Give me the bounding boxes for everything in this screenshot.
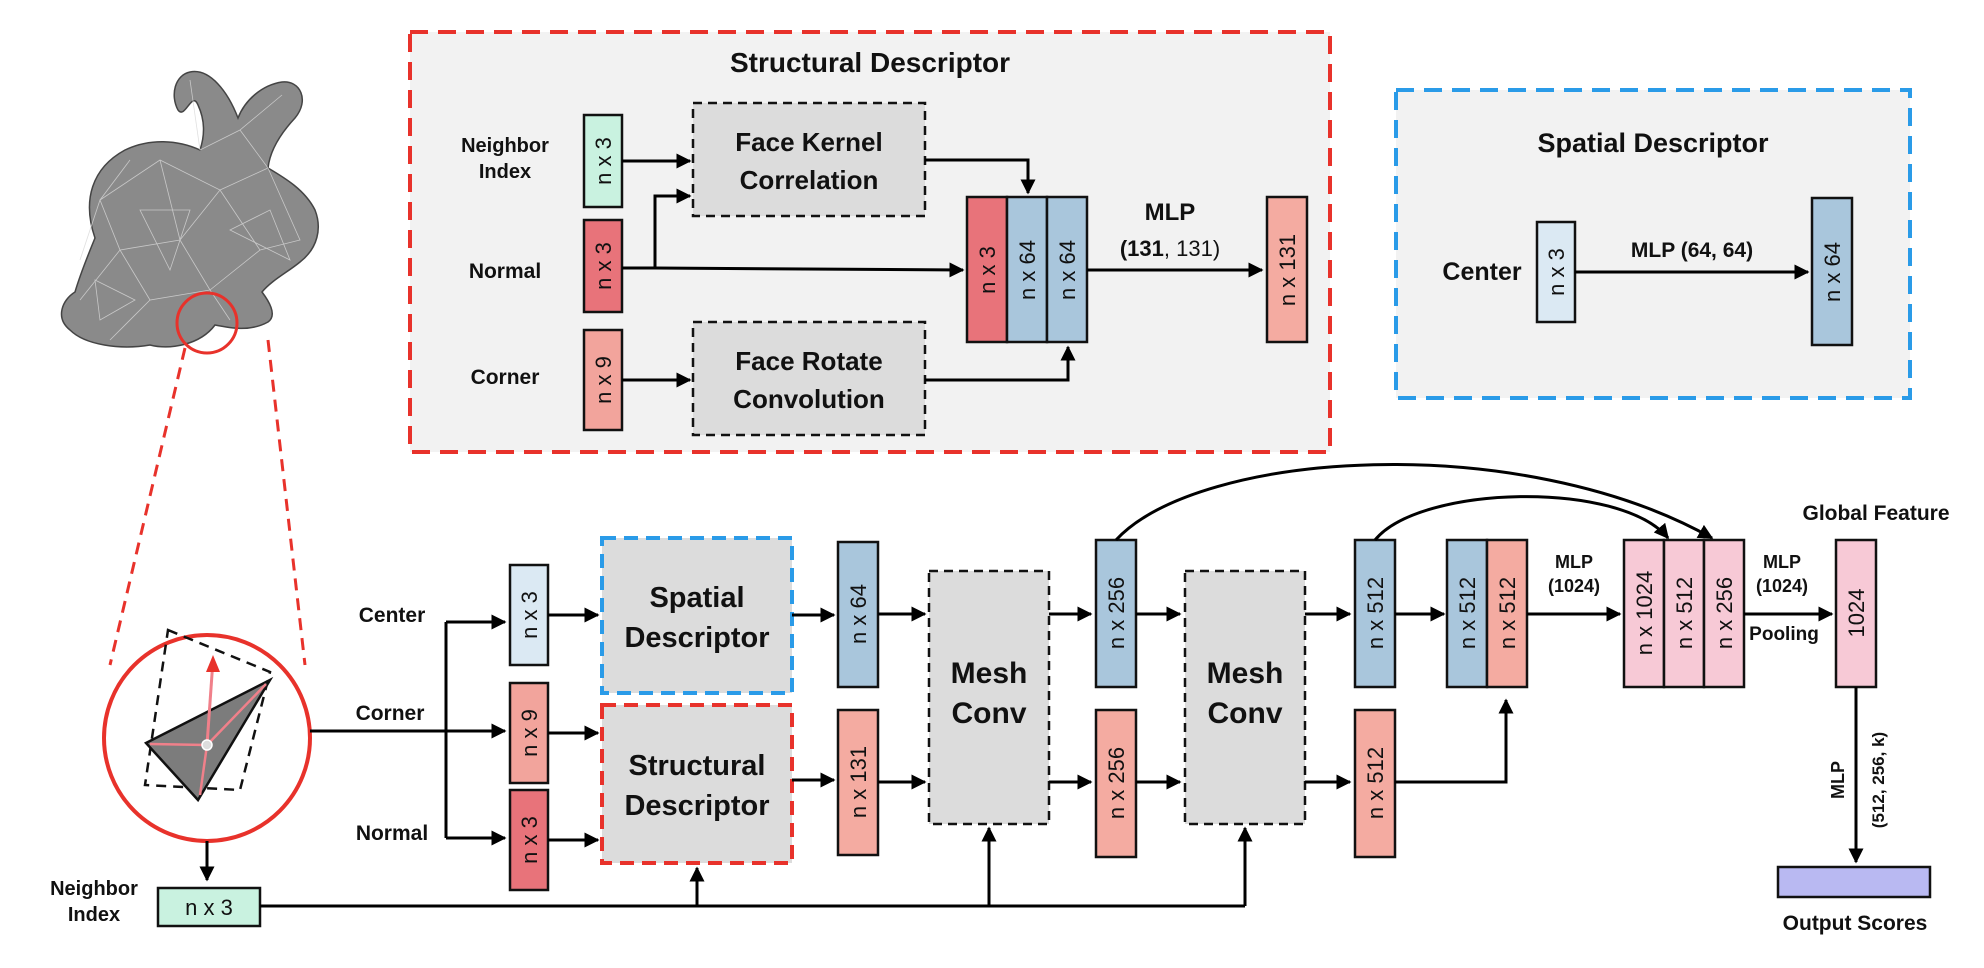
svg-text:n x 3: n x 3	[975, 246, 1000, 294]
pipeline-center-label: Center	[359, 604, 426, 627]
meshconv2-bottom-block: n x 512	[1353, 708, 1397, 859]
spatial-mlp-label: MLP (64, 64)	[1631, 239, 1753, 262]
svg-text:n x 3: n x 3	[591, 242, 616, 290]
svg-text:n x 512: n x 512	[1363, 577, 1388, 649]
svg-text:n x 64: n x 64	[1055, 240, 1080, 300]
svg-text:n x 256: n x 256	[1104, 747, 1129, 819]
structural-normal-block: n x 3	[582, 218, 624, 314]
skip-connection-256	[1114, 463, 1714, 542]
svg-text:n x 64: n x 64	[1015, 240, 1040, 300]
spatial-panel-title: Spatial Descriptor	[1537, 128, 1769, 158]
spatial-descriptor-panel: Spatial Descriptor Center n x 3 MLP (64,…	[1394, 88, 1912, 400]
svg-text:n x 512: n x 512	[1672, 577, 1697, 649]
structural-output-block: n x 131	[1265, 195, 1309, 344]
svg-text:n x 3: n x 3	[185, 895, 233, 920]
svg-text:n x 3: n x 3	[517, 591, 542, 639]
structural-panel-title: Structural Descriptor	[730, 47, 1010, 78]
svg-text:n x 131: n x 131	[1275, 234, 1300, 306]
structural-corner-label: Corner	[471, 366, 540, 389]
global-feature-label: Global Feature	[1802, 502, 1949, 525]
spatial-center-block: n x 3	[1535, 220, 1577, 324]
svg-text:n x 64: n x 64	[846, 584, 871, 644]
svg-text:n x 3: n x 3	[591, 137, 616, 185]
structural-corner-block: n x 9	[582, 328, 624, 432]
svg-text:n x 131: n x 131	[846, 746, 871, 818]
svg-text:n x 64: n x 64	[1820, 242, 1845, 302]
structural-out-block: n x 131	[836, 708, 880, 857]
svg-text:n x 3: n x 3	[1544, 248, 1569, 296]
concat-triple-blocks: n x 1024 n x 512 n x 256	[1622, 538, 1746, 689]
output-scores-block	[1776, 865, 1932, 899]
svg-text:n x 512: n x 512	[1455, 577, 1480, 649]
svg-text:1024: 1024	[1844, 589, 1869, 638]
svg-text:n x 512: n x 512	[1495, 577, 1520, 649]
meshconv1-top-block: n x 256	[1094, 538, 1138, 689]
svg-text:n x 1024: n x 1024	[1632, 571, 1657, 655]
final-mlp-label: MLP	[1828, 761, 1848, 799]
bunny-mesh-image	[60, 70, 319, 355]
svg-text:n x 512: n x 512	[1363, 747, 1388, 819]
pooling-label: Pooling	[1749, 624, 1819, 645]
pipeline-center-block: n x 3	[508, 563, 550, 667]
structural-mlp-dims: (131, 131)	[1120, 236, 1220, 261]
structural-concat-blocks: n x 3 n x 64 n x 64	[965, 195, 1089, 344]
svg-text:n x 256: n x 256	[1712, 577, 1737, 649]
structural-mlp-label: MLP	[1145, 199, 1196, 226]
spatial-output-block: n x 64	[1810, 196, 1854, 347]
global-feature-block: 1024	[1834, 538, 1878, 689]
structural-neighbor-block: n x 3	[582, 113, 624, 209]
meshconv1-bottom-block: n x 256	[1094, 708, 1138, 859]
zoom-line-left	[108, 347, 187, 666]
output-scores-label: Output Scores	[1783, 912, 1928, 935]
face-zoom-circle	[102, 628, 312, 843]
svg-text:n x 3: n x 3	[517, 816, 542, 864]
highlight-circle	[175, 291, 239, 355]
svg-text:n x 9: n x 9	[517, 709, 542, 757]
svg-text:n x 256: n x 256	[1104, 577, 1129, 649]
pipeline-corner-block: n x 9	[508, 681, 550, 785]
spatial-center-label: Center	[1442, 258, 1521, 286]
svg-text:n x 9: n x 9	[591, 356, 616, 404]
mlp1-label: MLP(1024)	[1548, 552, 1600, 596]
meshconv2-top-block: n x 512	[1353, 538, 1397, 689]
spatial-out-block: n x 64	[836, 540, 880, 689]
structural-normal-label: Normal	[469, 260, 541, 283]
final-mlp-dims: (512, 256, k)	[1869, 732, 1888, 828]
pipeline-normal-block: n x 3	[508, 788, 550, 892]
pipeline-neighbor-block: n x 3	[156, 886, 262, 928]
skip-connection-512	[1373, 495, 1670, 541]
pipeline-normal-label: Normal	[356, 822, 428, 845]
pipeline-corner-label: Corner	[356, 702, 425, 725]
zoom-line-right	[266, 339, 307, 666]
mlp2-label: MLP(1024)	[1756, 552, 1808, 596]
concat-pair-blocks: n x 512 n x 512	[1445, 538, 1529, 689]
